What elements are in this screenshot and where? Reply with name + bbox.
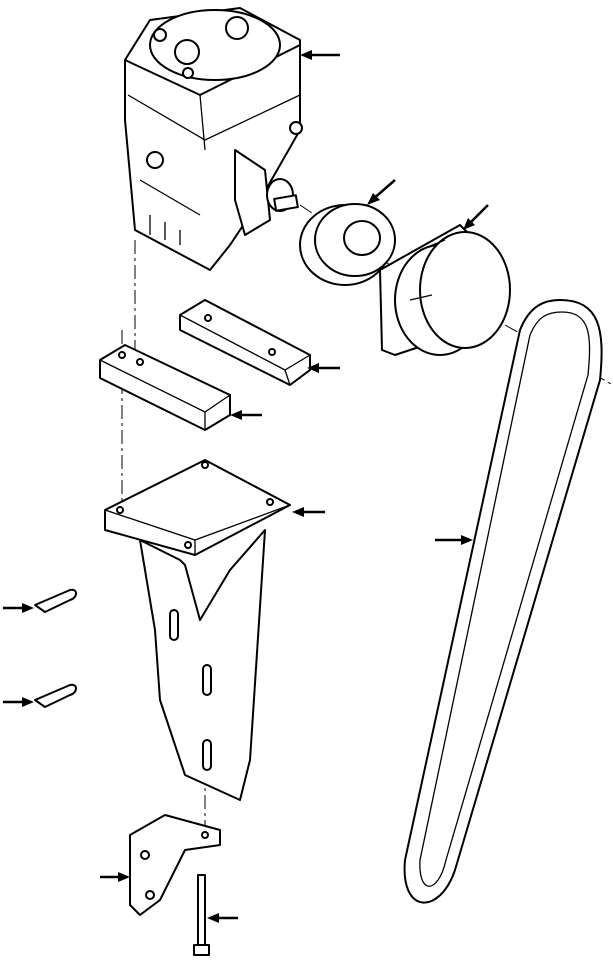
arrow-icon	[367, 179, 396, 205]
arrow-icon	[300, 50, 340, 60]
arrow-icon	[307, 363, 340, 373]
arrow-icon	[463, 204, 489, 230]
arrow-icon	[207, 913, 238, 923]
arrow-icon	[292, 507, 325, 517]
arrow-icon	[100, 872, 130, 882]
arrow-icon	[3, 697, 34, 707]
clutch-coil	[299, 203, 396, 286]
bolt	[193, 874, 210, 956]
v-belt	[403, 299, 603, 904]
spacer-blocks	[99, 299, 311, 431]
lower-bracket	[129, 814, 221, 916]
arrow-icon	[230, 410, 262, 420]
callout-arrows	[3, 50, 489, 923]
arrow-icon	[435, 535, 473, 545]
mounting-bracket	[104, 459, 291, 801]
clips	[34, 588, 77, 708]
arrow-icon	[3, 603, 34, 613]
clutch-pulley	[379, 224, 511, 356]
compressor	[124, 7, 303, 271]
